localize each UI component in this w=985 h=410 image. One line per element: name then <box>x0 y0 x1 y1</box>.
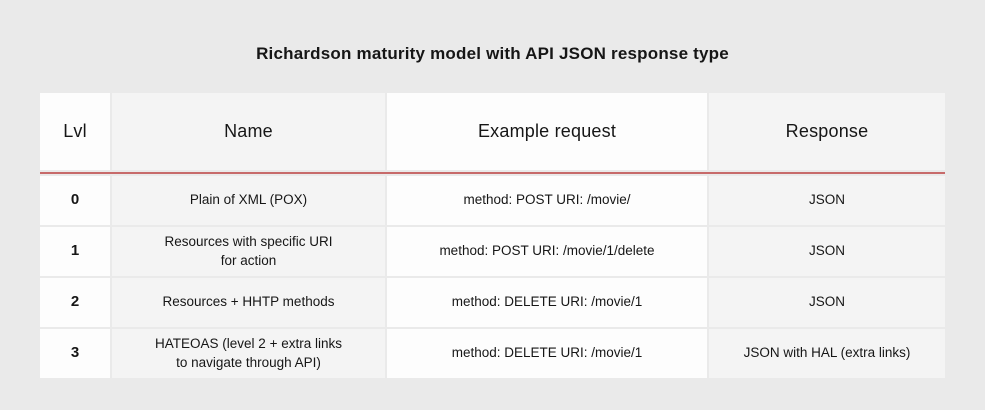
table-row-1-request: method: POST URI: /movie/1/delete <box>387 227 707 276</box>
table-row-3-request: method: DELETE URI: /movie/1 <box>387 329 707 378</box>
table-row-2-name: Resources + HHTP methods <box>112 278 385 327</box>
page-title: Richardson maturity model with API JSON … <box>256 44 729 63</box>
table-row-0-request: method: POST URI: /movie/ <box>387 176 707 225</box>
column-header-response: Response <box>709 93 945 170</box>
table-row-0-response: JSON <box>709 176 945 225</box>
table-row-2-lvl: 2 <box>40 278 110 327</box>
table-row-2-request: method: DELETE URI: /movie/1 <box>387 278 707 327</box>
table-row-3-name: HATEOAS (level 2 + extra links to naviga… <box>112 329 385 378</box>
table-row-0-name: Plain of XML (POX) <box>112 176 385 225</box>
table-row-1-lvl: 1 <box>40 227 110 276</box>
table-row-0-lvl: 0 <box>40 176 110 225</box>
column-header-lvl: Lvl <box>40 93 110 170</box>
column-header-name: Name <box>112 93 385 170</box>
table-row-1-name: Resources with specific URI for action <box>112 227 385 276</box>
table-row-3-response: JSON with HAL (extra links) <box>709 329 945 378</box>
table-row-2-response: JSON <box>709 278 945 327</box>
table-row-3-lvl: 3 <box>40 329 110 378</box>
column-header-request: Example request <box>387 93 707 170</box>
header-divider-line <box>40 172 945 174</box>
table-row-1-response: JSON <box>709 227 945 276</box>
maturity-table: Lvl Name Example request Response 0 Plai… <box>40 93 945 378</box>
